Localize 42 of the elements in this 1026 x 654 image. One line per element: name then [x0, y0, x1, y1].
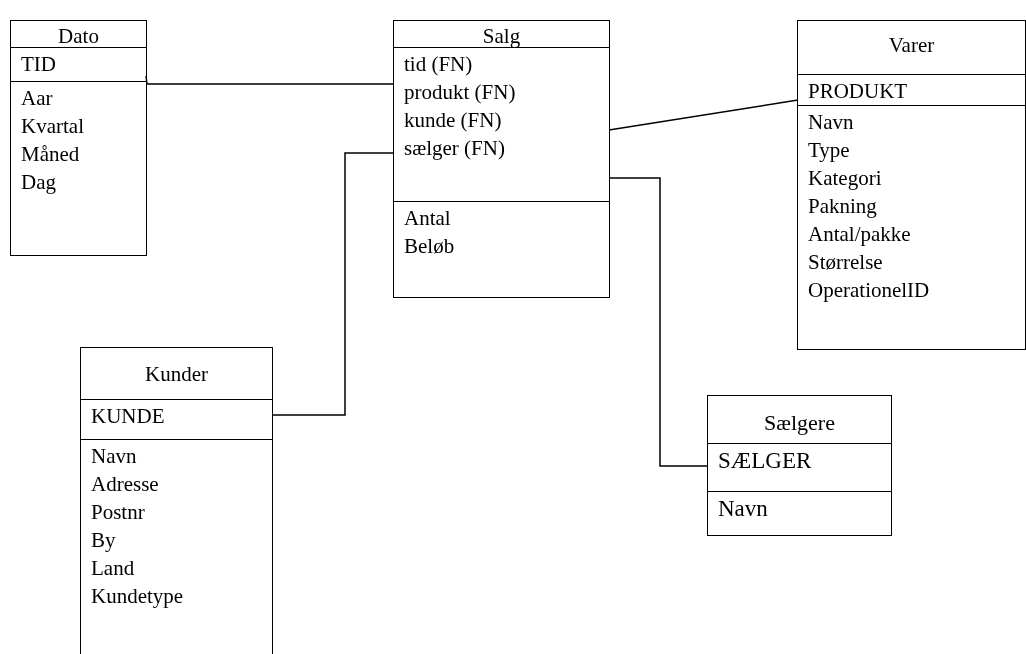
entity-table [797, 20, 1026, 350]
attribute-name: Antal/pakke [808, 221, 911, 248]
attribute-name: Størrelse [808, 249, 883, 276]
relationship-line [145, 75, 395, 85]
relationship-line [271, 152, 395, 416]
attribute-name: Måned [21, 141, 80, 168]
entity-table [393, 20, 610, 298]
table-name: Salg [482, 24, 521, 49]
attribute-name: Kundetype [91, 583, 184, 610]
attribute-name: PRODUKT [808, 78, 908, 105]
attribute-name: Navn [718, 495, 768, 523]
table-name: Kunder [145, 362, 208, 387]
attribute-name: KUNDE [91, 403, 165, 430]
attribute-name: Adresse [91, 471, 159, 498]
attribute-name: Kategori [808, 165, 882, 192]
attribute-name: Navn [91, 443, 137, 470]
entity-table [10, 20, 147, 256]
attribute-name: Land [91, 555, 135, 582]
attribute-name: Postnr [91, 499, 145, 526]
table-name: Varer [888, 33, 935, 58]
attribute-name: OperationelID [808, 277, 930, 304]
attribute-name: Pakning [808, 193, 877, 220]
attribute-name: Beløb [404, 233, 455, 260]
attribute-name: Aar [21, 85, 53, 112]
entity-table [80, 347, 273, 654]
attribute-name: produkt (FN) [404, 79, 516, 106]
attribute-name: By [91, 527, 116, 554]
attribute-name: sælger (FN) [404, 135, 505, 162]
attribute-name: tid (FN) [404, 51, 473, 78]
attribute-name: Dag [21, 169, 56, 196]
attribute-name: SÆLGER [718, 447, 812, 475]
attribute-name: TID [21, 51, 56, 78]
relationship-line [608, 177, 709, 467]
attribute-name: Type [808, 137, 850, 164]
table-name: Dato [58, 24, 99, 49]
attribute-name: kunde (FN) [404, 107, 502, 134]
table-name: Sælgere [764, 410, 835, 436]
relationship-line [608, 99, 799, 131]
attribute-name: Antal [404, 205, 451, 232]
attribute-name: Kvartal [21, 113, 84, 140]
attribute-name: Navn [808, 109, 854, 136]
entity-table [707, 395, 892, 536]
